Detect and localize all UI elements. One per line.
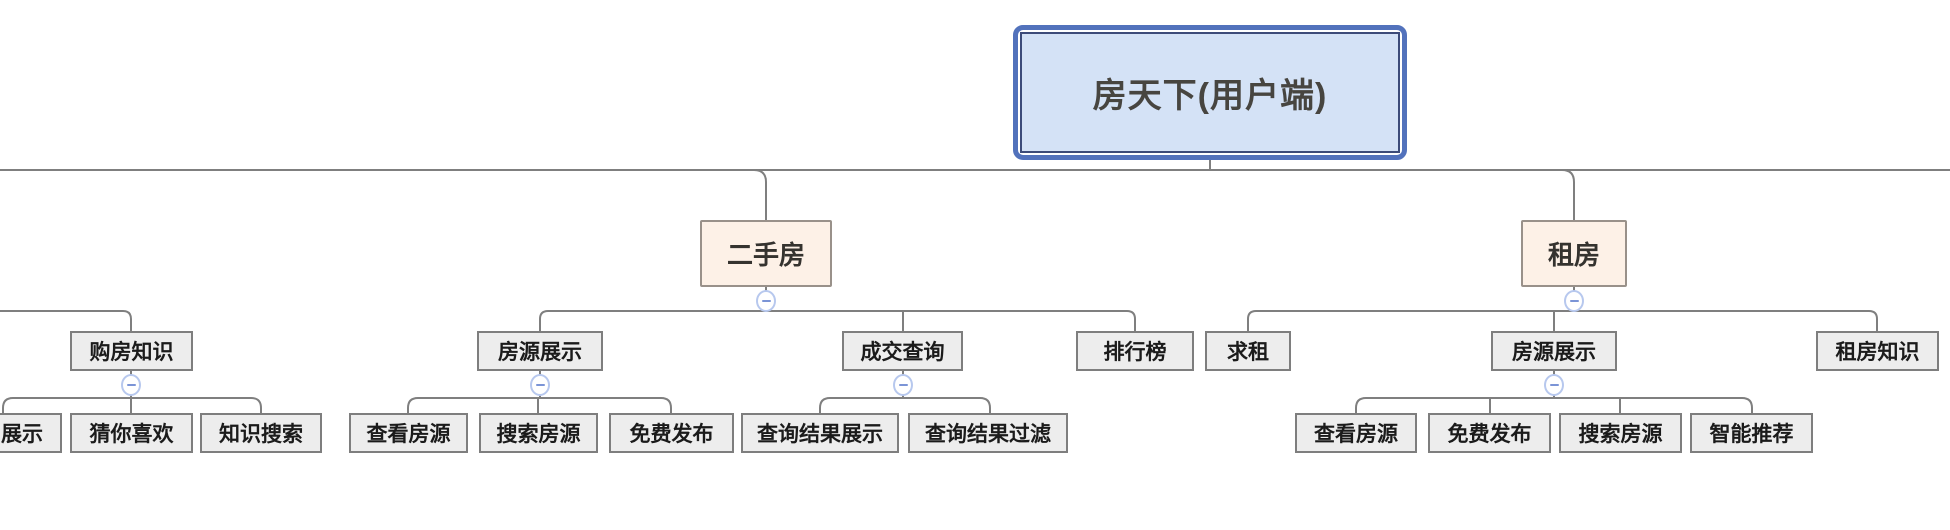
node-goufangzhishi[interactable]: 购房知识 [70, 331, 193, 371]
node-mianfeifabu-zf[interactable]: 免费发布 [1428, 413, 1551, 453]
collapse-minus-icon-ershoufang[interactable] [756, 290, 776, 312]
collapse-minus-icon-fangyuanzhanshi-esf[interactable] [530, 374, 550, 396]
collapse-minus-icon-goufangzhishi[interactable] [121, 374, 141, 396]
node-zhishisousuo[interactable]: 知识搜索 [200, 413, 322, 453]
node-ershoufang[interactable]: 二手房 [700, 220, 832, 287]
minus-glyph [1549, 384, 1559, 386]
collapse-minus-icon-fangyuanzhanshi-zf[interactable] [1544, 374, 1564, 396]
node-sousuofangyuan-esf[interactable]: 搜索房源 [479, 413, 598, 453]
minus-glyph [898, 384, 908, 386]
minus-glyph [535, 384, 545, 386]
node-chakanfangyuan-zf[interactable]: 查看房源 [1295, 413, 1417, 453]
node-chaxunjieguoguolv[interactable]: 查询结果过滤 [908, 413, 1068, 453]
node-chaxunjieguozhanshi[interactable]: 查询结果展示 [741, 413, 899, 453]
node-qiuzu[interactable]: 求租 [1205, 331, 1291, 371]
node-chakanfangyuan-esf[interactable]: 查看房源 [349, 413, 468, 453]
node-zufangzhishi[interactable]: 租房知识 [1816, 331, 1939, 371]
minus-glyph [126, 384, 136, 386]
collapse-minus-icon-zufang[interactable] [1564, 290, 1584, 312]
node-fangyuanzhanshi-zf[interactable]: 房源展示 [1491, 331, 1617, 371]
node-root-label: 房天下(用户端) [1020, 32, 1400, 153]
node-cainixihuan[interactable]: 猜你喜欢 [70, 413, 193, 453]
minus-glyph [761, 300, 771, 302]
node-root[interactable]: 房天下(用户端) [1013, 25, 1407, 160]
node-chengjiaochaxun[interactable]: 成交查询 [842, 331, 963, 371]
node-paihangbang[interactable]: 排行榜 [1076, 331, 1194, 371]
node-zhinengtuijian[interactable]: 智能推荐 [1690, 413, 1813, 453]
node-sousuofangyuan-zf[interactable]: 搜索房源 [1559, 413, 1682, 453]
node-fangyuanzhanshi-esf[interactable]: 房源展示 [477, 331, 603, 371]
node-zhanshi[interactable]: 展示 [0, 413, 62, 453]
minus-glyph [1569, 300, 1579, 302]
node-zufang[interactable]: 租房 [1521, 220, 1627, 287]
node-mianfeifabu-esf[interactable]: 免费发布 [609, 413, 734, 453]
collapse-minus-icon-chengjiaochaxun[interactable] [893, 374, 913, 396]
